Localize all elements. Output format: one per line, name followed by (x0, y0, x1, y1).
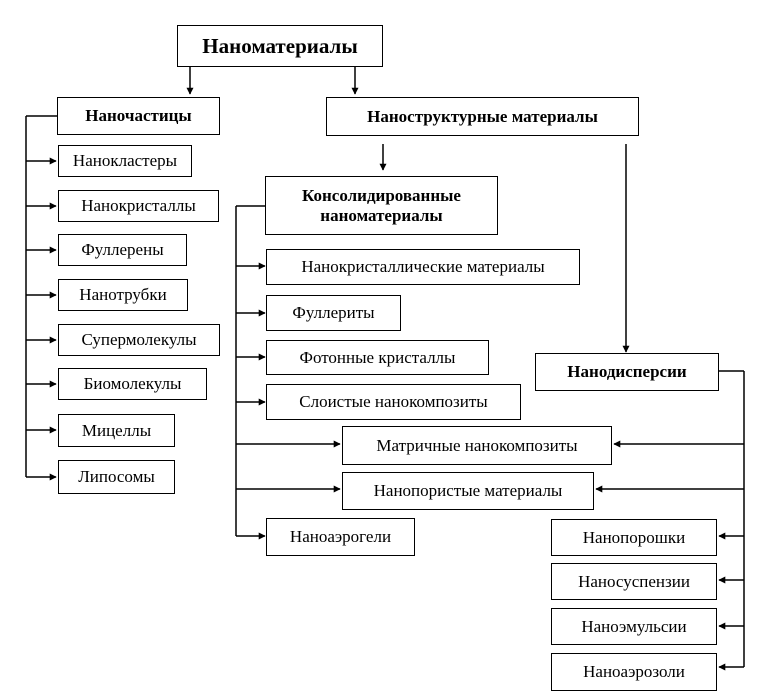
nanoparticle-item: Липосомы (58, 460, 175, 494)
nanoparticle-item: Нанокластеры (58, 145, 192, 177)
dispersion-item: Нанопорошки (551, 519, 717, 556)
shared-item-matrix-nanocomposites: Матричные нанокомпозиты (342, 426, 612, 465)
consolidated-item: Слоистые нанокомпозиты (266, 384, 521, 420)
consolidated-node: Консолидированные наноматериалы (265, 176, 498, 235)
nanoparticle-item: Нанокристаллы (58, 190, 219, 222)
shared-item-nanoporous-materials: Нанопористые материалы (342, 472, 594, 510)
consolidated-item: Фотонные кристаллы (266, 340, 489, 375)
dispersion-item: Наноаэрозоли (551, 653, 717, 691)
nanoparticle-item: Фуллерены (58, 234, 187, 266)
consolidated-item: Нанокристаллические материалы (266, 249, 580, 285)
nanostructured-node: Наноструктурные материалы (326, 97, 639, 136)
root-node: Наноматериалы (177, 25, 383, 67)
consolidated-title-line-2: наноматериалы (320, 205, 443, 225)
consolidated-title-line-1: Консолидированные (302, 185, 461, 205)
dispersion-item: Наносуспензии (551, 563, 717, 600)
nanodispersions-node: Нанодисперсии (535, 353, 719, 391)
dispersion-item: Наноэмульсии (551, 608, 717, 645)
nanoparticle-item: Нанотрубки (58, 279, 188, 311)
nanoparticle-item: Супермолекулы (58, 324, 220, 356)
aerogels-node: Наноаэрогели (266, 518, 415, 556)
nanoparticles-node: Наночастицы (57, 97, 220, 135)
consolidated-item: Фуллериты (266, 295, 401, 331)
nanoparticle-item: Биомолекулы (58, 368, 207, 400)
nanoparticle-item: Мицеллы (58, 414, 175, 447)
